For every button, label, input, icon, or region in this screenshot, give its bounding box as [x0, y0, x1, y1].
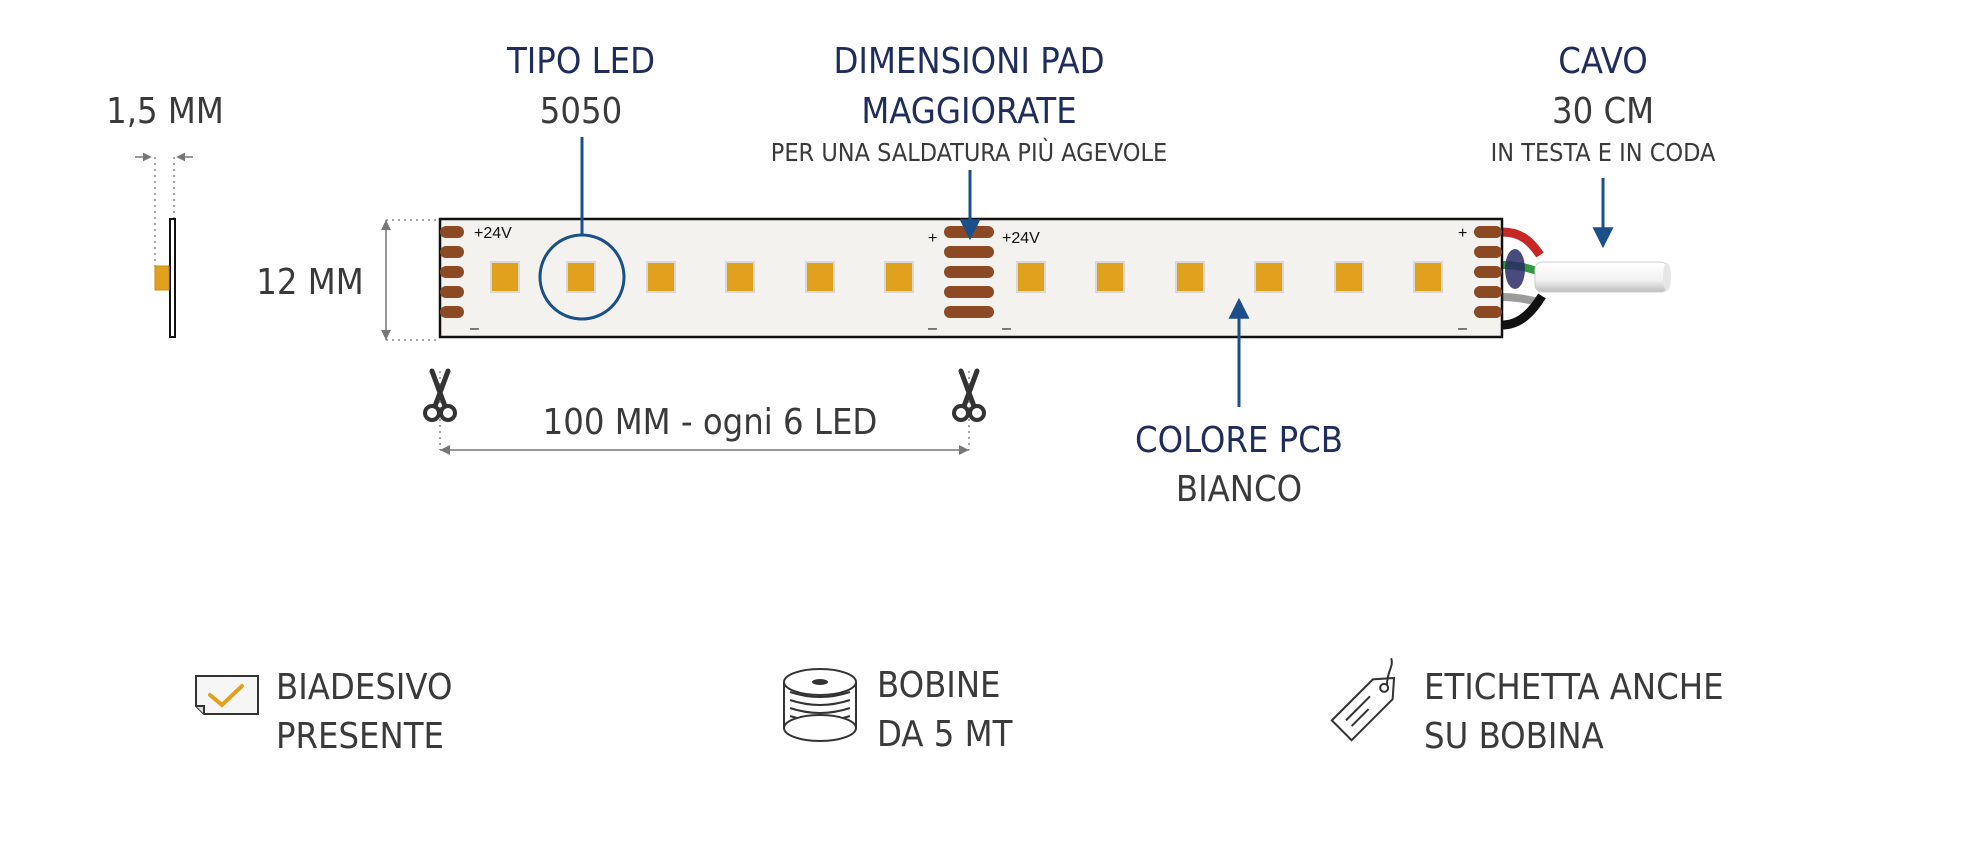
minus-mark-middle: –	[928, 320, 937, 337]
led-chip	[566, 261, 596, 293]
led-chip	[1254, 261, 1284, 293]
minus-mark-right: –	[1458, 320, 1467, 337]
cable-value: 30 CM	[1552, 91, 1654, 132]
minus-mark-middle-right: –	[1002, 320, 1011, 337]
reels-line2: DA 5 MT	[877, 714, 1013, 755]
reel-icon	[783, 668, 857, 742]
label-line1: ETICHETTA ANCHE	[1424, 667, 1724, 708]
voltage-mark-middle: +24V	[1002, 230, 1040, 247]
adhesive-line2: PRESENTE	[276, 716, 444, 757]
led-chip	[884, 261, 914, 293]
cut-label: 100 MM - ogni 6 LED	[543, 402, 878, 443]
led-chip	[805, 261, 835, 293]
plus-mark-middle: +	[928, 230, 937, 247]
thickness-label: 1,5 MM	[106, 91, 224, 132]
pads-title-line1: DIMENSIONI PAD	[833, 41, 1104, 82]
led-chip	[490, 261, 520, 293]
thickness-dimension	[135, 152, 193, 270]
tag-icon	[1330, 657, 1396, 742]
pads-note: PER UNA SALDATURA PIÙ AGEVOLE	[771, 137, 1167, 167]
solder-pads-right	[1474, 226, 1502, 318]
solder-pads-left	[440, 226, 464, 318]
pcb-title: COLORE PCB	[1135, 420, 1343, 461]
width-label: 12 MM	[256, 262, 363, 303]
led-chip	[1095, 261, 1125, 293]
led-chip	[1413, 261, 1443, 293]
led-chip	[646, 261, 676, 293]
adhesive-line1: BIADESIVO	[276, 667, 452, 708]
led-chip	[1016, 261, 1046, 293]
cable-title: CAVO	[1558, 41, 1647, 82]
width-dimension	[381, 219, 440, 341]
led-row	[490, 261, 1443, 293]
led-type-pointer	[538, 137, 626, 321]
cable-note: IN TESTA E IN CODA	[1491, 138, 1716, 167]
pads-title-line2: MAGGIORATE	[861, 91, 1076, 132]
reels-line1: BOBINE	[877, 665, 1001, 706]
strip-side-view	[154, 218, 176, 338]
plus-mark-right: +	[1458, 225, 1467, 242]
scissors-icon	[423, 368, 457, 450]
led-chip	[1334, 261, 1364, 293]
led-type-value: 5050	[540, 91, 622, 132]
label-line2: SU BOBINA	[1424, 716, 1604, 757]
led-type-title: TIPO LED	[506, 41, 655, 82]
led-chip	[725, 261, 755, 293]
cut-dimension	[440, 445, 969, 455]
cable	[1501, 227, 1671, 330]
adhesive-icon	[195, 675, 259, 715]
minus-mark-left: –	[470, 320, 479, 337]
scissors-icon	[952, 368, 986, 450]
pcb-value: BIANCO	[1176, 469, 1302, 510]
led-chip	[1175, 261, 1205, 293]
voltage-mark-left: +24V	[474, 225, 512, 242]
